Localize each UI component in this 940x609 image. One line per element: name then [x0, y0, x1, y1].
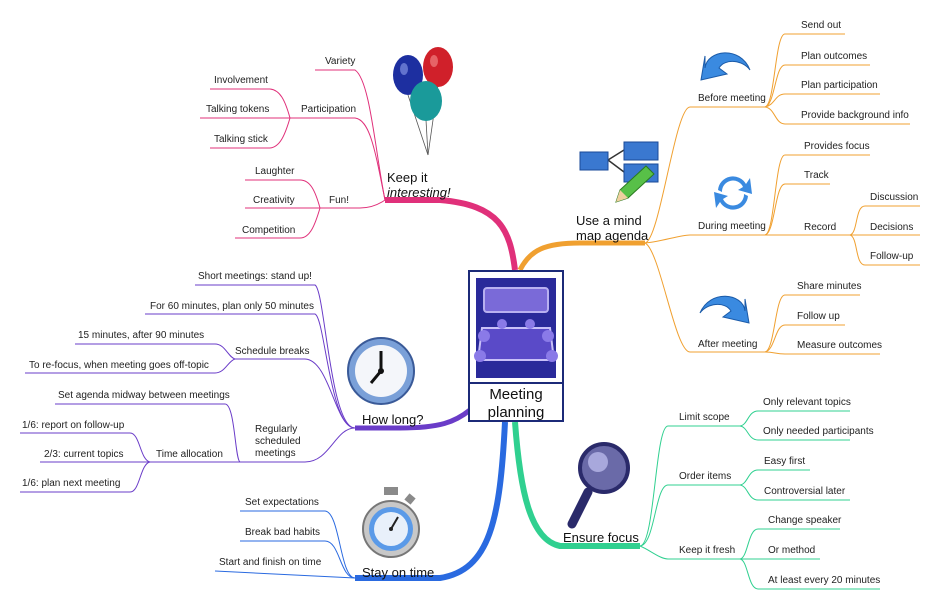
node-only-needed-participants[interactable]: Only needed participants [763, 426, 874, 437]
node-follow-up-record[interactable]: Follow-up [870, 251, 914, 262]
magnifier-icon [566, 440, 638, 535]
node-send-out[interactable]: Send out [801, 20, 842, 31]
node-fun[interactable]: Fun! [329, 195, 350, 206]
branch-green-connector [512, 421, 640, 549]
central-topic[interactable]: Meeting planning [468, 270, 564, 422]
node-during-meeting[interactable]: During meeting [698, 221, 766, 232]
node-current-topics[interactable]: 2/3: current topics [44, 449, 124, 460]
node-involvement[interactable]: Involvement [214, 75, 268, 86]
node-controversial-later[interactable]: Controversial later [764, 486, 846, 497]
node-order-items[interactable]: Order items [679, 471, 732, 482]
node-easy-first[interactable]: Easy first [764, 456, 806, 467]
node-start-finish-on-time[interactable]: Start and finish on time [219, 557, 322, 568]
central-topic-label: Meeting planning [470, 382, 562, 422]
branch-blue-connector [355, 421, 508, 581]
node-creativity[interactable]: Creativity [253, 195, 295, 206]
clock-icon [345, 335, 417, 412]
balloons-icon [390, 45, 460, 170]
node-break-bad-habits[interactable]: Break bad habits [245, 527, 321, 538]
branch-mind-map-agenda[interactable]: Use a mind map agenda [576, 213, 649, 243]
node-set-agenda-midway[interactable]: Set agenda midway between meetings [58, 390, 230, 401]
branch-stay-on-time[interactable]: Stay on time [362, 565, 435, 580]
node-change-speaker[interactable]: Change speaker [768, 515, 842, 526]
stopwatch-icon [360, 485, 422, 566]
node-share-minutes[interactable]: Share minutes [797, 281, 862, 292]
redo-arrow-icon [695, 285, 755, 340]
node-time-allocation[interactable]: Time allocation [156, 449, 223, 460]
node-plan-outcomes[interactable]: Plan outcomes [801, 51, 868, 62]
node-talking-tokens[interactable]: Talking tokens [206, 104, 270, 115]
node-discussion[interactable]: Discussion [870, 192, 919, 203]
node-talking-stick[interactable]: Talking stick [214, 134, 268, 145]
mind-map-icon [578, 140, 660, 211]
node-re-focus[interactable]: To re-focus, when meeting goes off-topic [29, 360, 209, 371]
node-measure-outcomes[interactable]: Measure outcomes [797, 340, 883, 351]
conference-table-icon [474, 276, 558, 380]
branch-how-long[interactable]: How long? [362, 412, 424, 427]
refresh-icon [708, 168, 758, 223]
branch-pink-connector [385, 197, 518, 271]
branch-orange-connector [517, 240, 645, 272]
node-plan-participation[interactable]: Plan participation [801, 80, 878, 91]
branch-keep-interesting[interactable]: Keep it interesting! [387, 170, 451, 200]
node-schedule-breaks[interactable]: Schedule breaks [235, 346, 310, 357]
node-only-relevant-topics[interactable]: Only relevant topics [763, 397, 851, 408]
node-or-method[interactable]: Or method [768, 545, 816, 556]
node-laughter[interactable]: Laughter [255, 166, 295, 177]
node-15-minutes[interactable]: 15 minutes, after 90 minutes [78, 330, 205, 341]
node-decisions[interactable]: Decisions [870, 222, 914, 233]
node-provide-background-info[interactable]: Provide background info [801, 110, 909, 121]
node-variety[interactable]: Variety [325, 56, 356, 67]
undo-arrow-icon [695, 40, 755, 100]
node-keep-it-fresh[interactable]: Keep it fresh [679, 545, 736, 556]
node-competition[interactable]: Competition [242, 225, 296, 236]
node-limit-scope[interactable]: Limit scope [679, 412, 730, 423]
branch-ensure-focus[interactable]: Ensure focus [563, 530, 639, 545]
node-record[interactable]: Record [804, 222, 837, 233]
node-provides-focus[interactable]: Provides focus [804, 141, 870, 152]
node-follow-up[interactable]: Follow up [797, 311, 840, 322]
node-set-expectations[interactable]: Set expectations [245, 497, 319, 508]
node-short-meetings[interactable]: Short meetings: stand up! [198, 271, 312, 282]
node-after-meeting[interactable]: After meeting [698, 339, 758, 350]
node-track[interactable]: Track [804, 170, 829, 181]
branch-purple-connector [355, 408, 472, 431]
node-report-follow-up[interactable]: 1/6: report on follow-up [22, 420, 125, 431]
node-plan-next-meeting[interactable]: 1/6: plan next meeting [22, 478, 121, 489]
node-before-meeting[interactable]: Before meeting [698, 93, 766, 104]
node-regularly-scheduled[interactable]: Regularly scheduled meetings [255, 424, 301, 459]
node-every-20-minutes[interactable]: At least every 20 minutes [768, 575, 881, 586]
node-participation[interactable]: Participation [301, 104, 357, 115]
node-plan-50-minutes[interactable]: For 60 minutes, plan only 50 minutes [150, 301, 314, 312]
